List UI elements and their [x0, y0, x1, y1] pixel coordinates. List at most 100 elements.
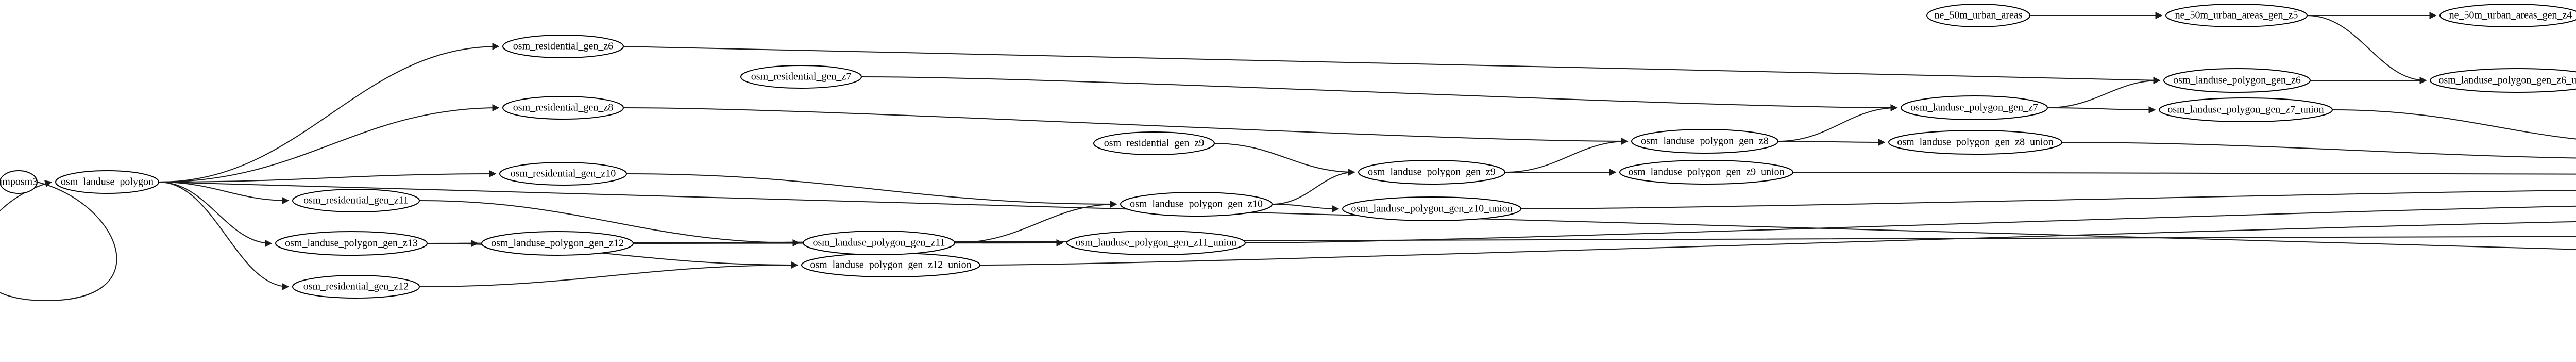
graph-node-osm_landuse_polygon_gen_z9_union[interactable]: osm_landuse_polygon_gen_z9_union	[1619, 160, 1793, 185]
graph-edge-osm_landuse_polygon_gen_z7-to-osm_landuse_polygon_gen_z7_union	[2047, 106, 2156, 113]
graph-edge-osm_landuse_polygon_gen_z7-to-osm_landuse_polygon_gen_z6	[2047, 77, 2161, 108]
graph-edge-osm_landuse_polygon-to-osm_residential_gen_z12	[158, 182, 290, 290]
node-label: osm_landuse_polygon	[61, 176, 154, 188]
node-label: osm_landuse_polygon_gen_z11_union	[1076, 237, 1237, 249]
node-label: imposm3	[0, 176, 38, 188]
graph-node-osm_landuse_polygon_gen_z9[interactable]: osm_landuse_polygon_gen_z9	[1358, 160, 1505, 185]
graph-edge-osm_landuse_polygon-to-osm_residential_gen_z8	[158, 104, 500, 183]
node-label: osm_landuse_polygon_gen_z12_union	[810, 259, 971, 271]
node-label: osm_landuse_polygon_gen_z13	[285, 238, 418, 249]
node-layer: imposm3 osm_landuse_polygon osm_residentia…	[0, 4, 2576, 299]
graph-node-osm_landuse_polygon_gen_z10_union[interactable]: osm_landuse_polygon_gen_z10_union	[1342, 196, 1521, 221]
node-label: osm_landuse_polygon_gen_z8_union	[1897, 137, 2053, 148]
graph-edge-osm_landuse_polygon_gen_z9-to-osm_landuse_polygon_gen_z8	[1504, 138, 1629, 173]
node-ellipse	[499, 162, 627, 186]
node-label: osm_residential_gen_z7	[751, 71, 851, 83]
graph-edge-osm_residential_gen_z8-to-osm_landuse_polygon_gen_z8	[623, 107, 1629, 145]
graph-node-osm_residential_gen_z10[interactable]: osm_residential_gen_z10	[499, 162, 627, 186]
graph-edge-osm_landuse_polygon-to-osm_landuse_polygon_gen_z13	[158, 182, 273, 247]
node-ellipse	[1120, 192, 1273, 217]
node-ellipse	[55, 170, 159, 194]
graph-node-osm_landuse_polygon_gen_z6_union[interactable]: osm_landuse_polygon_gen_z6_union	[2430, 68, 2576, 93]
node-label: ne_50m_urban_areas_gen_z4	[2449, 10, 2572, 21]
graph-node-osm_landuse_polygon_gen_z13[interactable]: osm_landuse_polygon_gen_z13	[275, 231, 428, 256]
graph-edge-osm_landuse_polygon-to-osm_residential_gen_z10	[158, 170, 497, 183]
graph-edge-imposm3-to-osm_landuse_polygon	[0, 180, 117, 302]
node-label: ne_50m_urban_areas	[1934, 10, 2022, 21]
graph-node-osm_residential_gen_z7[interactable]: osm_residential_gen_z7	[740, 65, 862, 89]
node-ellipse	[2159, 97, 2333, 122]
graph-node-ne_50m_urban_areas_gen_z5[interactable]: ne_50m_urban_areas_gen_z5	[2165, 4, 2308, 27]
graph-edge-osm_residential_gen_z11-to-osm_landuse_polygon_gen_z11	[419, 200, 800, 246]
graph-node-osm_landuse_polygon_gen_z11[interactable]: osm_landuse_polygon_gen_z11	[803, 231, 955, 255]
graph-edge-osm_landuse_polygon_gen_z10_union-to-layer_landuse_z10	[1520, 190, 2576, 209]
graph-node-osm_residential_gen_z11[interactable]: osm_residential_gen_z11	[292, 189, 420, 212]
node-label: osm_landuse_polygon_gen_z7_union	[2167, 104, 2324, 116]
node-ellipse	[2439, 4, 2576, 27]
node-ellipse	[1342, 196, 1521, 221]
graph-node-osm_residential_gen_z8[interactable]: osm_residential_gen_z8	[502, 96, 624, 120]
node-ellipse	[502, 35, 624, 58]
graph-edge-osm_landuse_polygon_gen_z8-to-osm_landuse_polygon_gen_z7	[1777, 104, 1898, 142]
graph-node-osm_landuse_polygon_gen_z6[interactable]: osm_landuse_polygon_gen_z6	[2163, 68, 2311, 93]
node-ellipse	[1358, 160, 1505, 185]
node-ellipse	[1888, 130, 2062, 155]
graph-node-ne_50m_urban_areas_gen_z4[interactable]: ne_50m_urban_areas_gen_z4	[2439, 4, 2576, 27]
node-ellipse	[1926, 4, 2030, 27]
node-label: osm_residential_gen_z10	[511, 168, 616, 179]
graph-edge-osm_landuse_polygon_gen_z7_union-to-layer_landuse_z7	[2332, 109, 2576, 140]
graph-node-osm_residential_gen_z12[interactable]: osm_residential_gen_z12	[292, 275, 420, 299]
node-label: osm_landuse_polygon_gen_z7	[1910, 102, 2038, 113]
graph-node-ne_50m_urban_areas[interactable]: ne_50m_urban_areas	[1926, 4, 2030, 27]
graph-node-osm_residential_gen_z9[interactable]: osm_residential_gen_z9	[1093, 131, 1215, 155]
node-ellipse	[502, 96, 624, 120]
node-label: osm_landuse_polygon_gen_z9	[1368, 167, 1496, 178]
graph-edge-osm_landuse_polygon_gen_z10-to-osm_landuse_polygon_gen_z10_union	[1272, 204, 1340, 212]
graph-node-osm_landuse_polygon_gen_z7_union[interactable]: osm_landuse_polygon_gen_z7_union	[2159, 97, 2333, 122]
node-label: osm_landuse_polygon_gen_z9_union	[1628, 167, 1784, 178]
graph-edge-osm_residential_gen_z9-to-osm_landuse_polygon_gen_z9	[1214, 143, 1355, 176]
node-ellipse	[740, 65, 862, 89]
graph-node-osm_landuse_polygon_gen_z7[interactable]: osm_landuse_polygon_gen_z7	[1901, 95, 2048, 120]
graph-node-osm_landuse_polygon_gen_z10[interactable]: osm_landuse_polygon_gen_z10	[1120, 192, 1273, 217]
graph-edge-osm_landuse_polygon_gen_z8-to-osm_landuse_polygon_gen_z8_union	[1777, 138, 1886, 146]
node-ellipse	[1619, 160, 1793, 185]
node-label: osm_landuse_polygon_gen_z11	[812, 237, 945, 249]
node-label: osm_residential_gen_z12	[303, 281, 409, 292]
node-ellipse	[481, 231, 634, 256]
node-label: osm_landuse_polygon_gen_z12	[491, 238, 624, 249]
graph-edge-osm_residential_gen_z7-to-osm_landuse_polygon_gen_z7	[861, 76, 1898, 111]
node-label: osm_residential_gen_z8	[513, 102, 613, 113]
node-ellipse	[1093, 131, 1215, 155]
graph-node-osm_landuse_polygon_gen_z8[interactable]: osm_landuse_polygon_gen_z8	[1631, 129, 1778, 154]
graph-edge-osm_residential_gen_z10-to-osm_landuse_polygon_gen_z10	[626, 173, 1117, 208]
edge-layer	[0, 12, 2576, 302]
graph-edge-osm_landuse_polygon_gen_z11-to-osm_landuse_polygon_gen_z10	[954, 201, 1117, 243]
node-ellipse	[2430, 68, 2576, 93]
node-ellipse	[0, 170, 38, 194]
graph-edge-osm_landuse_polygon_gen_z12_union-to-layer_landuse_z12	[979, 221, 2576, 266]
node-label: osm_landuse_polygon_gen_z8	[1641, 136, 1769, 147]
node-label: osm_landuse_polygon_gen_z10	[1130, 199, 1263, 210]
node-label: osm_residential_gen_z9	[1104, 138, 1204, 149]
graph-node-imposm3[interactable]: imposm3	[0, 170, 38, 194]
node-ellipse	[292, 189, 420, 212]
graph-edge-osm_landuse_polygon_gen_z9_union-to-layer_landuse_z9	[1792, 172, 2576, 175]
node-ellipse	[292, 275, 420, 299]
graph-node-osm_landuse_polygon[interactable]: osm_landuse_polygon	[55, 170, 159, 194]
graph-edge-osm_landuse_polygon-to-osm_residential_gen_z6	[158, 43, 500, 183]
node-label: ne_50m_urban_areas_gen_z5	[2175, 10, 2298, 21]
node-label: osm_landuse_polygon_gen_z6_union	[2438, 75, 2576, 86]
node-label: osm_landuse_polygon_gen_z6	[2173, 75, 2301, 86]
graph-node-osm_landuse_polygon_gen_z12_union[interactable]: osm_landuse_polygon_gen_z12_union	[801, 253, 980, 277]
graph-node-osm_residential_gen_z6[interactable]: osm_residential_gen_z6	[502, 35, 624, 58]
graph-node-osm_landuse_polygon_gen_z8_union[interactable]: osm_landuse_polygon_gen_z8_union	[1888, 130, 2062, 155]
graph-node-osm_landuse_polygon_gen_z12[interactable]: osm_landuse_polygon_gen_z12	[481, 231, 634, 256]
node-ellipse	[1631, 129, 1778, 154]
node-ellipse	[1901, 95, 2048, 120]
node-label: osm_residential_gen_z11	[303, 195, 409, 206]
graph-node-osm_landuse_polygon_gen_z11_union[interactable]: osm_landuse_polygon_gen_z11_union	[1066, 231, 1246, 255]
node-ellipse	[1066, 231, 1246, 255]
